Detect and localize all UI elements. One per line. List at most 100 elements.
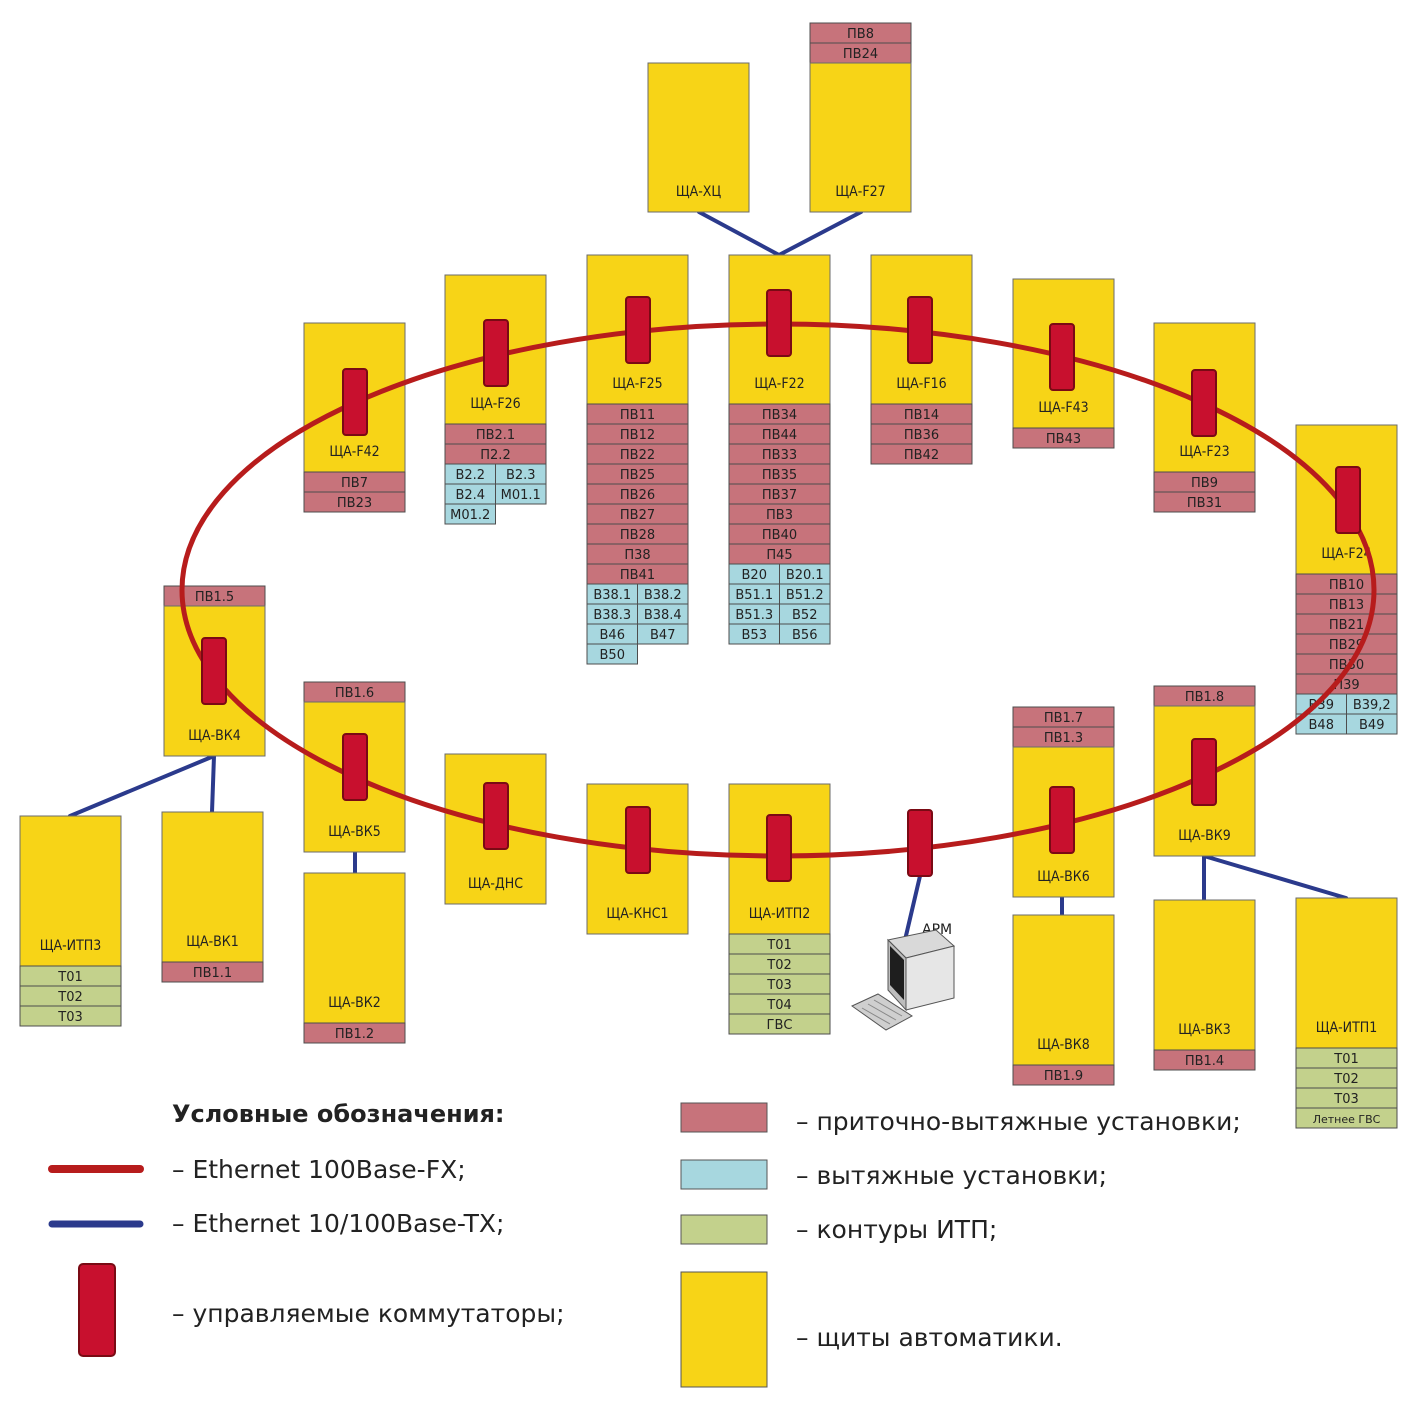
row-label: В48 (1309, 718, 1334, 733)
row-label: ПВ37 (762, 488, 797, 503)
managed-switch (342, 368, 368, 436)
row-label: ПВ26 (620, 488, 655, 503)
row-label: П2.2 (480, 448, 510, 463)
copper-link (210, 754, 216, 814)
row-label: ПВ1.6 (335, 686, 374, 701)
panel-body (1295, 897, 1398, 1049)
legend-itp-label: – контуры ИТП; (796, 1215, 997, 1244)
row-label: В46 (600, 628, 625, 643)
row-label: Т02 (1333, 1072, 1358, 1087)
row-cell (303, 491, 406, 513)
row-label: В39,2 (1353, 698, 1391, 713)
row-label: Т02 (766, 958, 791, 973)
row-label: ПВ44 (762, 428, 797, 443)
panel-body (1012, 914, 1115, 1066)
managed-switch (1049, 786, 1075, 854)
row-label: ПВ24 (843, 47, 878, 62)
row-label: В51.2 (786, 588, 824, 603)
row-label: ПВ1.1 (193, 966, 232, 981)
panel-name: ЩА-КНС1 (606, 906, 668, 922)
panel-name: ЩА-F42 (329, 444, 379, 460)
panel-name: ЩА-F25 (612, 376, 662, 392)
legend-panel-label: – щиты автоматики. (796, 1323, 1063, 1352)
row-cell (1012, 427, 1115, 449)
row-label: ПВ1.9 (1044, 1069, 1083, 1084)
managed-switch (766, 814, 792, 882)
panel-name: ЩА-ДНС (468, 876, 523, 892)
row-label: М01.2 (450, 508, 490, 523)
row-label: ПВ28 (620, 528, 655, 543)
panel-name: ЩА-ИТП2 (749, 906, 811, 922)
copper-link (68, 754, 216, 818)
legend-copper-label: – Ethernet 10/100Base-TX; (172, 1209, 504, 1238)
row-label: М01.1 (501, 488, 541, 503)
row-label: ПВ12 (620, 428, 655, 443)
row-label: ПВ25 (620, 468, 655, 483)
panel-body (1153, 899, 1256, 1051)
legend-fiber-label: – Ethernet 100Base-FX; (172, 1155, 466, 1184)
row-label: ПВ34 (762, 408, 797, 423)
row-label: В51.3 (735, 608, 773, 623)
row-label: ПВ23 (337, 496, 372, 511)
row-cell (1153, 1049, 1256, 1071)
panel-name: ЩА-F23 (1179, 444, 1229, 460)
managed-switch (1049, 323, 1075, 391)
row-label: ПВ35 (762, 468, 797, 483)
row-cell (1153, 491, 1256, 513)
workstation: АРМ (851, 922, 956, 1031)
managed-switch (1191, 738, 1217, 806)
panel-body (19, 815, 122, 967)
row-label: ПВ33 (762, 448, 797, 463)
panel-xc: ЩА-ХЦ (647, 62, 750, 213)
row-label: ПВ27 (620, 508, 655, 523)
row-cell (870, 443, 973, 465)
row-label: Т02 (57, 990, 82, 1005)
row-label: Т03 (1333, 1092, 1358, 1107)
panel-name: ЩА-F43 (1038, 400, 1088, 416)
computer-icon (851, 929, 956, 1031)
row-cell (586, 643, 638, 665)
panel-name: ЩА-ХЦ (676, 184, 722, 200)
managed-switch (201, 637, 227, 705)
row-label: Т01 (57, 970, 82, 985)
panel-name: ЩА-ВК5 (328, 824, 381, 840)
row-label: ПВ7 (341, 476, 368, 491)
panel-vk5: ПВ1.6ЩА-ВК5 (303, 681, 406, 853)
copper-link (777, 210, 863, 257)
row-label: В38.4 (644, 608, 682, 623)
row-label: В2.4 (455, 488, 485, 503)
panel-name: ЩА-ВК1 (186, 934, 239, 950)
legend-panel-swatch (680, 1271, 768, 1388)
managed-switch (907, 809, 933, 877)
row-label: ПВ11 (620, 408, 655, 423)
copper-links (68, 210, 1348, 942)
row-label: В38.2 (644, 588, 682, 603)
managed-switch (766, 289, 792, 357)
row-label: Т01 (1333, 1052, 1358, 1067)
row-label: В51.1 (735, 588, 773, 603)
managed-switch (483, 319, 509, 387)
row-label: ПВ36 (904, 428, 939, 443)
row-label: ПВ14 (904, 408, 939, 423)
legend-title: Условные обозначения: (172, 1100, 505, 1128)
panel-body (809, 62, 912, 213)
row-label: Т01 (766, 938, 791, 953)
row-label: ПВ43 (1046, 432, 1081, 447)
row-label: Т03 (766, 978, 791, 993)
row-label: П38 (624, 548, 650, 563)
row-label: ПВ13 (1329, 598, 1364, 613)
panel-name: ЩА-F27 (835, 184, 885, 200)
row-label: В2.2 (455, 468, 485, 483)
legend-exhaust-swatch (680, 1159, 768, 1190)
row-label: ПВ21 (1329, 618, 1364, 633)
panel-name: ЩА-F16 (896, 376, 946, 392)
